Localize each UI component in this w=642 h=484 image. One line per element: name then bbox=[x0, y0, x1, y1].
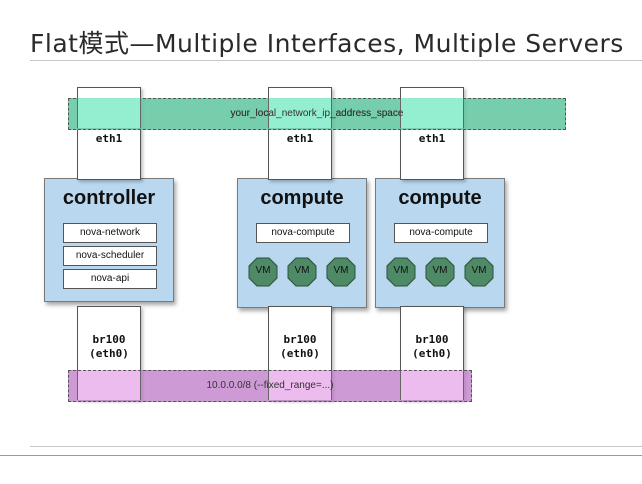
br100-label: br100 bbox=[283, 333, 317, 346]
eth1-band-overlap bbox=[268, 98, 332, 128]
vm-octagon: VM bbox=[425, 257, 455, 287]
vm-octagon: VM bbox=[287, 257, 317, 287]
eth0-label: (eth0) bbox=[89, 347, 129, 360]
eth1-band-overlap bbox=[77, 98, 141, 128]
local-network-label-overlay: your_local_network_ip_address_space bbox=[230, 108, 404, 119]
eth1-band-overlap bbox=[400, 98, 464, 128]
vm-octagon: VM bbox=[326, 257, 356, 287]
service-box: nova-compute bbox=[394, 223, 488, 243]
vm-label: VM bbox=[294, 265, 310, 276]
vm-octagon: VM bbox=[248, 257, 278, 287]
eth0-label: (eth0) bbox=[412, 347, 452, 360]
vm-octagon: VM bbox=[464, 257, 494, 287]
vm-octagon: VM bbox=[386, 257, 416, 287]
node-title: compute bbox=[398, 187, 482, 209]
vm-label: VM bbox=[471, 265, 487, 276]
service-box: nova-scheduler bbox=[63, 246, 157, 266]
bottom-divider bbox=[30, 446, 642, 447]
node-title: controller bbox=[62, 187, 156, 209]
service-box: nova-api bbox=[63, 269, 157, 289]
footer-line bbox=[0, 455, 642, 456]
br100-band-overlap bbox=[77, 370, 141, 400]
vm-label: VM bbox=[255, 265, 271, 276]
eth0-label: (eth0) bbox=[280, 347, 320, 360]
eth1-label: eth1 bbox=[418, 132, 446, 145]
eth1-label: eth1 bbox=[286, 132, 314, 145]
controller-node: controller nova-network nova-scheduler n… bbox=[44, 178, 174, 302]
compute-node-1: compute nova-compute VM VM VM bbox=[237, 178, 367, 308]
service-box: nova-compute bbox=[256, 223, 350, 243]
vm-label: VM bbox=[333, 265, 349, 276]
local-network-label-layer: your_local_network_ip_address_space bbox=[68, 98, 566, 130]
node-title: compute bbox=[260, 187, 344, 209]
slide-title: Flat模式—Multiple Interfaces, Multiple Ser… bbox=[30, 29, 624, 58]
br100-band-overlap bbox=[400, 370, 464, 400]
title-divider bbox=[30, 60, 642, 61]
eth1-label: eth1 bbox=[95, 132, 123, 145]
fixed-range-label: 10.0.0.0/8 (--fixed_range=...) bbox=[206, 380, 334, 391]
br100-band-overlap bbox=[268, 370, 332, 400]
compute-node-2: compute nova-compute VM VM VM bbox=[375, 178, 505, 308]
vm-label: VM bbox=[432, 265, 448, 276]
fixed-range-label-layer: 10.0.0.0/8 (--fixed_range=...) bbox=[68, 370, 472, 402]
br100-label: br100 bbox=[415, 333, 449, 346]
service-box: nova-network bbox=[63, 223, 157, 243]
br100-label: br100 bbox=[92, 333, 126, 346]
vm-label: VM bbox=[393, 265, 409, 276]
